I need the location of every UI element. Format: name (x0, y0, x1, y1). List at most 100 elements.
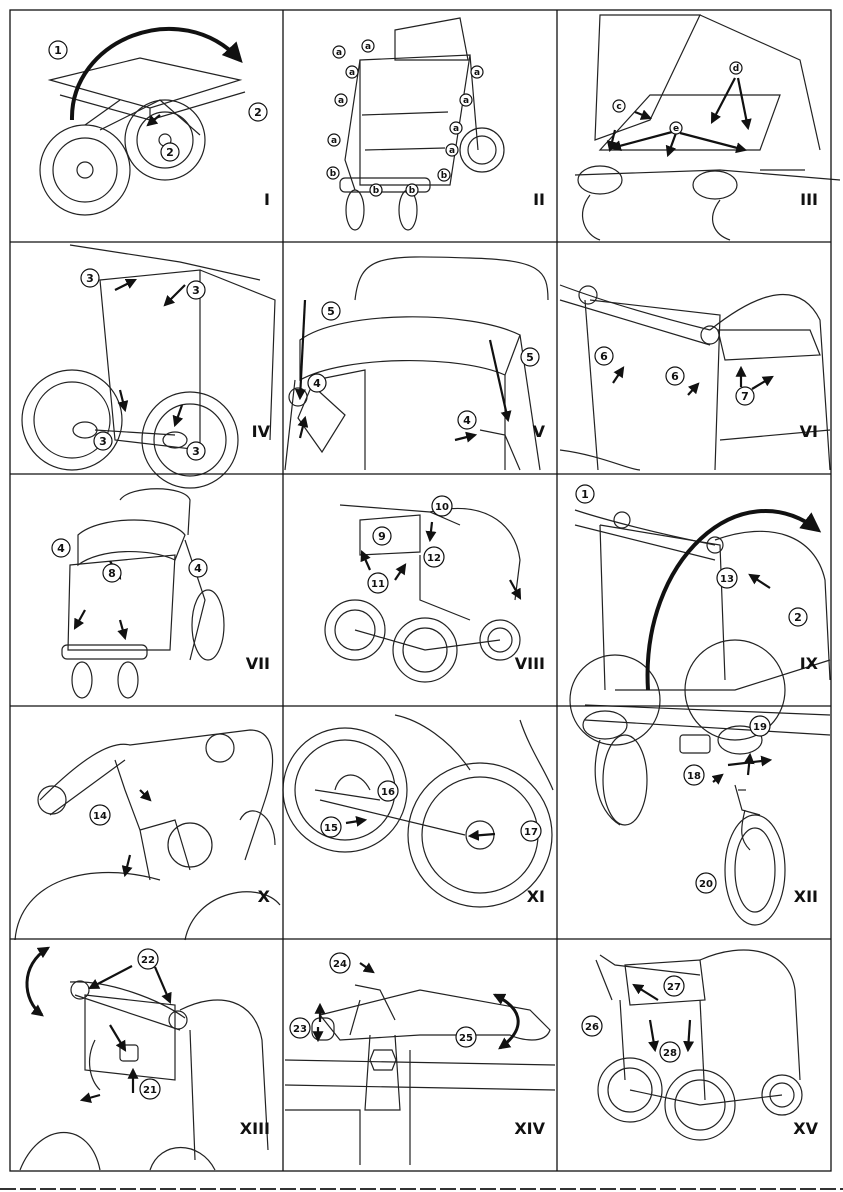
callout-label: a (338, 96, 344, 106)
callout-label: a (453, 124, 459, 134)
callout-label: 5 (327, 305, 335, 318)
step-numeral: IX (800, 654, 819, 673)
callout-label: a (365, 42, 371, 52)
step-numeral: XV (793, 1119, 818, 1138)
callout: 10 (432, 496, 452, 516)
callout-label: b (330, 169, 337, 179)
callout-label: 17 (524, 827, 538, 838)
callout: 11 (368, 573, 388, 593)
callout-label: 6 (600, 350, 608, 363)
callout-label: 6 (671, 370, 679, 383)
callout: 2 (249, 103, 267, 121)
step-numeral: X (258, 887, 271, 906)
callout-label: 28 (663, 1048, 677, 1059)
callout: a (333, 46, 345, 58)
step-numeral: XI (527, 887, 545, 906)
callout: 28 (660, 1042, 680, 1062)
callout-label: d (733, 64, 739, 74)
callout-label: 20 (699, 879, 713, 890)
callout-label: 7 (741, 390, 749, 403)
callout-label: 3 (192, 445, 200, 458)
step-numeral: XIII (240, 1119, 270, 1138)
callout: a (450, 122, 462, 134)
callout-label: 2 (794, 611, 802, 624)
callout-label: 22 (141, 955, 155, 966)
callout-label: a (336, 48, 342, 58)
callout-label: c (616, 102, 621, 112)
callout-label: 25 (459, 1033, 473, 1044)
step-numeral: IV (252, 422, 271, 441)
callout-label: 4 (313, 377, 321, 390)
callout-label: a (331, 136, 337, 146)
callout: 24 (330, 953, 350, 973)
callout-label: 1 (581, 488, 589, 501)
callout: 6 (666, 367, 684, 385)
step-numeral: III (800, 190, 818, 209)
callout-label: 3 (86, 272, 94, 285)
step-numeral: XII (794, 887, 818, 906)
callout: 5 (521, 348, 539, 366)
callout: a (471, 66, 483, 78)
step-numeral: II (533, 190, 545, 209)
callout-label: 26 (585, 1022, 599, 1033)
callout: a (335, 94, 347, 106)
callout: a (446, 144, 458, 156)
callout-label: 14 (93, 811, 107, 822)
callout: b (438, 169, 450, 181)
callout-label: 27 (667, 982, 681, 993)
callout: a (362, 40, 374, 52)
callout-label: 15 (324, 823, 338, 834)
callout: 26 (582, 1016, 602, 1036)
callout-label: e (673, 124, 679, 134)
callout: 1 (49, 41, 67, 59)
callout: 18 (684, 765, 704, 785)
callout-label: 19 (753, 722, 767, 733)
callout-label: 3 (99, 435, 107, 448)
callout: a (346, 66, 358, 78)
callout: 4 (308, 374, 326, 392)
callout: 2 (789, 608, 807, 626)
callout-label: a (463, 96, 469, 106)
callout-label: 12 (427, 553, 441, 564)
callout: 4 (52, 539, 70, 557)
step-numeral: VII (246, 654, 270, 673)
callout-label: 2 (166, 146, 174, 159)
callout: 3 (187, 281, 205, 299)
callout-label: 13 (720, 574, 734, 585)
callout-label: 10 (435, 502, 449, 513)
callout: 21 (140, 1079, 160, 1099)
callout: 3 (81, 269, 99, 287)
callout: 8 (103, 564, 121, 582)
callout: 22 (138, 949, 158, 969)
callout: d (730, 62, 742, 74)
step-numeral: XIV (514, 1119, 545, 1138)
callout: a (460, 94, 472, 106)
step-numeral: V (533, 422, 546, 441)
callout: 20 (696, 873, 716, 893)
callout: 5 (322, 302, 340, 320)
callout: 16 (378, 781, 398, 801)
callout-label: a (349, 68, 355, 78)
step-numeral: VIII (515, 654, 545, 673)
callout-label: 21 (143, 1085, 157, 1096)
callout: 27 (664, 976, 684, 996)
callout-label: 9 (378, 530, 386, 543)
callout: 23 (290, 1018, 310, 1038)
step-numeral: I (264, 190, 270, 209)
callout: e (670, 122, 682, 134)
callout: a (328, 134, 340, 146)
callout-label: 24 (333, 959, 347, 970)
callout: 2 (161, 143, 179, 161)
callout-label: 4 (57, 542, 65, 555)
callout: 1 (576, 485, 594, 503)
callout: 25 (456, 1027, 476, 1047)
callout-label: b (441, 171, 448, 181)
callout-label: a (474, 68, 480, 78)
callout-label: 2 (254, 106, 262, 119)
step-numeral: VI (800, 422, 818, 441)
callout: 19 (750, 716, 770, 736)
callout: 3 (187, 442, 205, 460)
callout: 17 (521, 821, 541, 841)
callout-label: 5 (526, 351, 534, 364)
